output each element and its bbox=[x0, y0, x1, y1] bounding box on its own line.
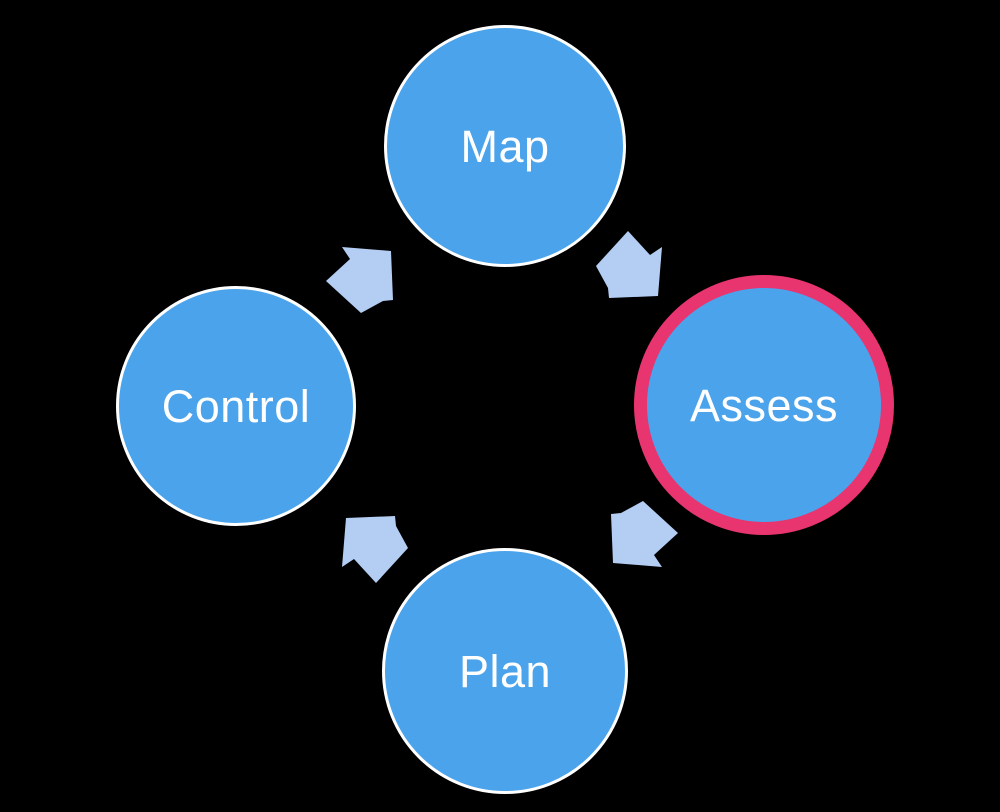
node-assess: Assess bbox=[634, 275, 894, 535]
arrow-map-to-assess bbox=[596, 231, 662, 298]
node-assess-label: Assess bbox=[689, 379, 839, 431]
node-plan: Plan bbox=[382, 548, 628, 794]
arrow-assess-to-plan bbox=[611, 501, 678, 567]
node-map-label: Map bbox=[460, 120, 550, 172]
node-control-label: Control bbox=[161, 380, 311, 432]
arrow-control-to-map bbox=[326, 247, 393, 313]
node-map: Map bbox=[384, 25, 626, 267]
node-control: Control bbox=[116, 286, 356, 526]
node-plan-label: Plan bbox=[458, 645, 552, 697]
arrow-plan-to-control bbox=[342, 516, 408, 583]
